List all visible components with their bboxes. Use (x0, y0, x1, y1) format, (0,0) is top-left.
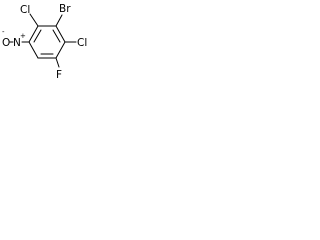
ring-bond-bottom-left (28, 41, 39, 59)
atom-f: F (56, 69, 62, 81)
ring-bond-top-left (28, 25, 39, 43)
ring-double-bond-right (52, 29, 61, 43)
bond-to-br (55, 14, 63, 27)
structure-drawing: Cl Br Cl F - O N + (2, 3, 87, 81)
bond-to-f (55, 57, 60, 68)
atom-cl-right: Cl (77, 37, 87, 49)
ring-bond-bottom-right (55, 41, 66, 59)
ring-double-bond-left (33, 29, 42, 43)
atom-n-nitro: N (13, 37, 21, 49)
plus-charge: + (20, 32, 26, 40)
ring-bond-top-right (55, 25, 66, 43)
atom-br: Br (59, 3, 71, 15)
bond-to-cl-top-left (29, 13, 39, 27)
atom-cl-top-left: Cl (20, 4, 30, 16)
molecule-canvas: Cl Br Cl F - O N + (0, 0, 108, 83)
atom-o-nitro: O (2, 37, 10, 49)
minus-charge: - (2, 28, 5, 36)
